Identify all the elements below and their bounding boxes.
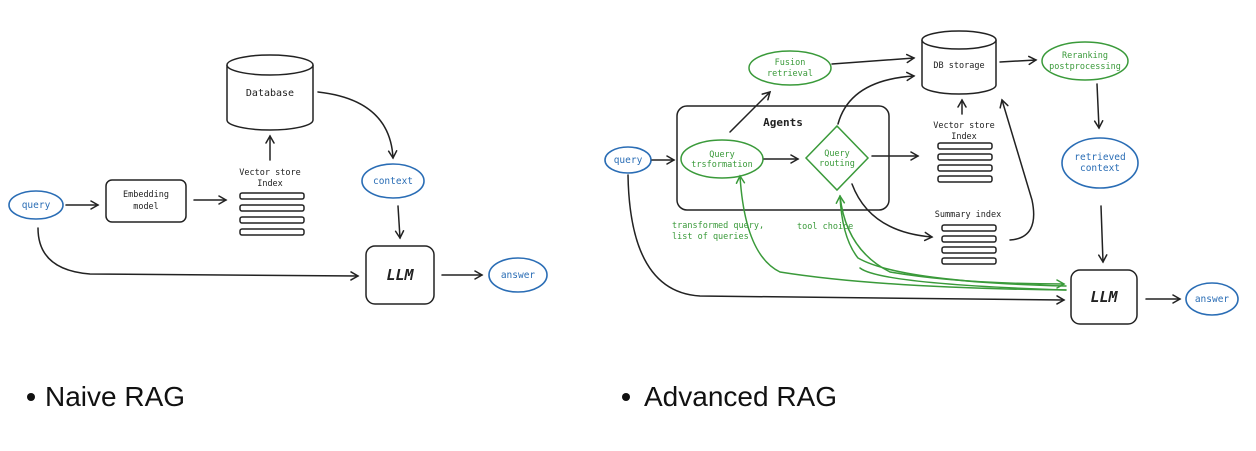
- transformed-query-label-2: list of queries: [672, 232, 749, 242]
- advanced-vector-store-label: Vector store: [933, 121, 994, 131]
- naive-context-node: [361, 163, 425, 199]
- advanced-answer-node: [1185, 282, 1239, 316]
- reranking-label: Reranking: [1062, 51, 1108, 61]
- fusion-retrieval-label-2: retrieval: [767, 69, 813, 79]
- fusion-retrieval-node: [748, 50, 832, 86]
- naive-vector-store-label: Vector store: [239, 168, 300, 178]
- naive-rag-diagram: query Embedding model Database Vector st…: [8, 54, 548, 305]
- database-cylinder: [226, 54, 314, 131]
- advanced-query-label: query: [614, 155, 643, 166]
- retrieved-context-label: retrieved: [1074, 152, 1125, 163]
- advanced-llm-box: [1070, 269, 1138, 325]
- embedding-model-label-2: model: [133, 202, 159, 212]
- naive-caption: Naive RAG: [45, 381, 185, 412]
- naive-llm-label: LLM: [386, 266, 414, 284]
- reranking-label-2: postprocessing: [1049, 62, 1121, 72]
- transformed-query-label: transformed query,: [672, 221, 764, 231]
- query-transformation-label-2: trsformation: [691, 160, 752, 170]
- fusion-retrieval-label: Fusion: [775, 58, 806, 68]
- advanced-rag-diagram: query Agents Query trsformation Query ro…: [604, 30, 1239, 325]
- naive-query-label: query: [22, 200, 51, 211]
- embedding-model-box: [105, 179, 187, 223]
- advanced-vector-store-index-icon: [937, 142, 993, 183]
- query-transformation-node: [680, 139, 764, 179]
- advanced-caption: Advanced RAG: [644, 381, 837, 412]
- naive-caption-bullet: [27, 393, 35, 401]
- advanced-llm-label: LLM: [1090, 288, 1118, 306]
- reranking-node: [1041, 41, 1129, 81]
- query-routing-node: [804, 124, 870, 192]
- query-transformation-label: Query: [709, 150, 735, 160]
- naive-context-label: context: [373, 176, 413, 187]
- query-routing-label-2: routing: [819, 159, 855, 169]
- naive-vector-store-label-2: Index: [257, 179, 283, 189]
- naive-answer-label: answer: [501, 270, 536, 281]
- database-label: Database: [246, 88, 294, 99]
- advanced-query-node: [604, 146, 652, 174]
- summary-index-label: Summary index: [935, 210, 1002, 220]
- retrieved-context-node: [1061, 137, 1139, 189]
- db-storage-label: DB storage: [933, 61, 984, 71]
- query-routing-label: Query: [824, 149, 850, 159]
- embedding-model-label: Embedding: [123, 190, 169, 200]
- naive-query-node: [8, 190, 64, 220]
- tool-choice-label: tool choice: [797, 222, 853, 232]
- agents-label: Agents: [763, 116, 803, 129]
- advanced-vector-store-label-2: Index: [951, 132, 977, 142]
- db-storage-cylinder: [921, 30, 997, 95]
- naive-vector-store-index-icon: [239, 192, 305, 236]
- naive-llm-box: [365, 245, 435, 305]
- advanced-caption-bullet: [622, 393, 630, 401]
- retrieved-context-label-2: context: [1080, 163, 1120, 174]
- advanced-answer-label: answer: [1195, 294, 1230, 305]
- summary-index-icon: [941, 224, 997, 265]
- naive-answer-node: [488, 257, 548, 293]
